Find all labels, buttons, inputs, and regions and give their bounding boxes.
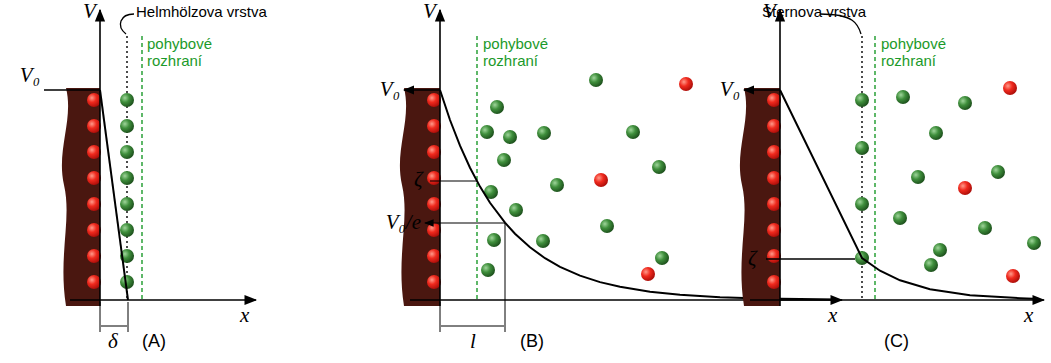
panel-label: (C) (884, 332, 909, 352)
axis-label: V (83, 0, 96, 23)
panel-b (400, 10, 842, 332)
v0-leader (744, 89, 780, 90)
zeta-label: ζ (414, 168, 423, 191)
dimension-line (441, 326, 504, 327)
x-axis (70, 299, 256, 301)
v-axis (439, 10, 441, 306)
plane-label: pohybové rozhraní (483, 36, 555, 69)
red-ions (87, 93, 101, 289)
dimension-tick (100, 302, 101, 332)
dimension-label: δ (108, 330, 118, 353)
dimension-tick (440, 302, 441, 332)
panel-label: (B) (520, 332, 544, 352)
dimension-label: l (470, 330, 476, 353)
v-axis (779, 10, 781, 306)
axis-label: x (828, 304, 837, 327)
panel-a (44, 10, 256, 332)
v0-leader (404, 89, 440, 90)
axis-label: x (1024, 304, 1033, 327)
potential-curve (780, 90, 1040, 299)
green-ions (480, 73, 669, 277)
dimension-tick (505, 223, 506, 332)
v-axis (99, 10, 101, 306)
dimension-line (101, 326, 127, 327)
electrode-wall (62, 88, 100, 306)
red-ions (767, 81, 1020, 289)
dimension-tick (128, 302, 129, 332)
x-axis (750, 299, 1044, 301)
electrode-wall (740, 88, 780, 306)
slip-plane (476, 36, 477, 300)
zeta-leader (430, 180, 477, 181)
potential-label: V₀/e (386, 211, 421, 234)
electrode-wall (400, 88, 440, 306)
slip-plane (874, 36, 875, 300)
slip-plane (141, 36, 142, 300)
panel-label: (A) (142, 332, 166, 352)
layer-label: Helmhölzova vrstva (136, 4, 267, 21)
v0-leader (44, 89, 100, 90)
v0e-leader (425, 222, 505, 223)
potential-label: V₀ (380, 78, 400, 101)
green-ions (855, 90, 1041, 272)
axis-label: x (240, 304, 249, 327)
leader-hook (120, 14, 134, 34)
zeta-label: ζ (748, 247, 757, 270)
panel-c (740, 10, 1044, 306)
red-ions (427, 77, 693, 289)
zeta-leader (766, 258, 855, 259)
potential-label: V₀ (20, 64, 40, 87)
axis-label: V (763, 0, 776, 23)
potential-label: V₀ (720, 78, 740, 101)
axis-label: V (423, 0, 436, 23)
plane-label: pohybové rozhraní (881, 36, 953, 69)
layer-label: Sternova vrstva (762, 4, 866, 21)
plane-label: pohybové rozhraní (147, 36, 219, 69)
potential-curve (100, 90, 128, 300)
